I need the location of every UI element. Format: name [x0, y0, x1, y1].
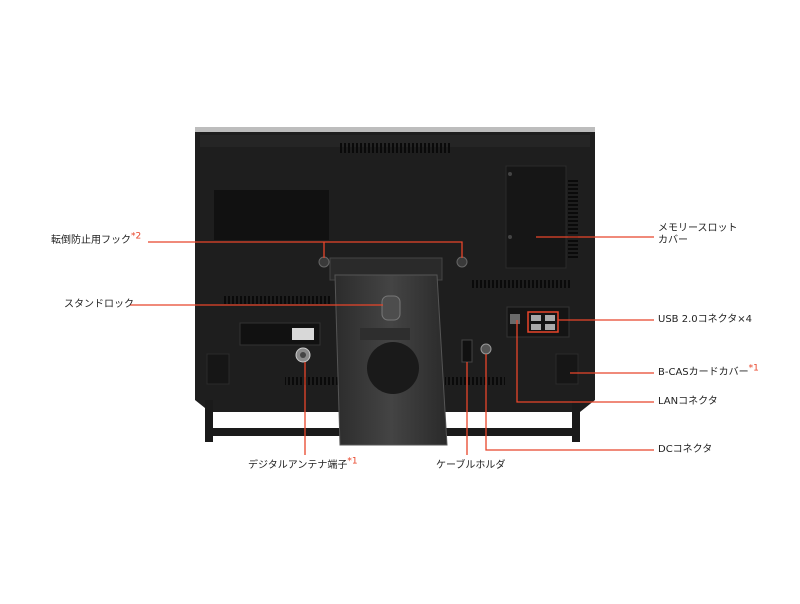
usb-port: [545, 324, 555, 330]
stand-dial: [367, 342, 419, 394]
usb-port: [545, 315, 555, 321]
memory-cover: [505, 165, 567, 269]
dc-label: DCコネクタ: [658, 444, 713, 455]
mid-vent-right: [470, 280, 570, 288]
label-panel: [214, 190, 329, 240]
antenna-label: [292, 328, 314, 340]
leader-lines: [130, 236, 654, 455]
antenna-note: *1: [347, 456, 358, 467]
usb-port: [531, 324, 541, 330]
bcas-cover: [555, 353, 579, 385]
tipping-hook-label: 転倒防止用フック*2: [51, 231, 142, 246]
dc-port: [480, 343, 492, 355]
right-hook: [456, 256, 468, 268]
lan-port: [510, 314, 520, 324]
lan-label: LANコネクタ: [658, 396, 718, 407]
bcas-label: B-CASカードカバー*1: [658, 363, 759, 378]
stand-lock-label: スタンドロック: [64, 299, 134, 310]
tipping-hook-note: *2: [131, 231, 142, 242]
cable-holder: [461, 339, 473, 363]
bcas-note: *1: [748, 363, 759, 374]
antenna-label-text: デジタルアンテナ端子*1: [248, 456, 358, 471]
right-vent: [568, 180, 578, 260]
stand-lock: [381, 295, 401, 321]
top-bezel: [195, 127, 595, 133]
left-hook: [318, 256, 330, 268]
usb-label: USB 2.0コネクタ×4: [658, 314, 752, 325]
usb-port: [531, 315, 541, 321]
cable-holder-label: ケーブルホルダ: [436, 460, 506, 471]
mid-vent-left: [222, 296, 332, 304]
top-vent: [338, 143, 450, 153]
memory-cover-label: メモリースロット カバー: [658, 223, 738, 246]
